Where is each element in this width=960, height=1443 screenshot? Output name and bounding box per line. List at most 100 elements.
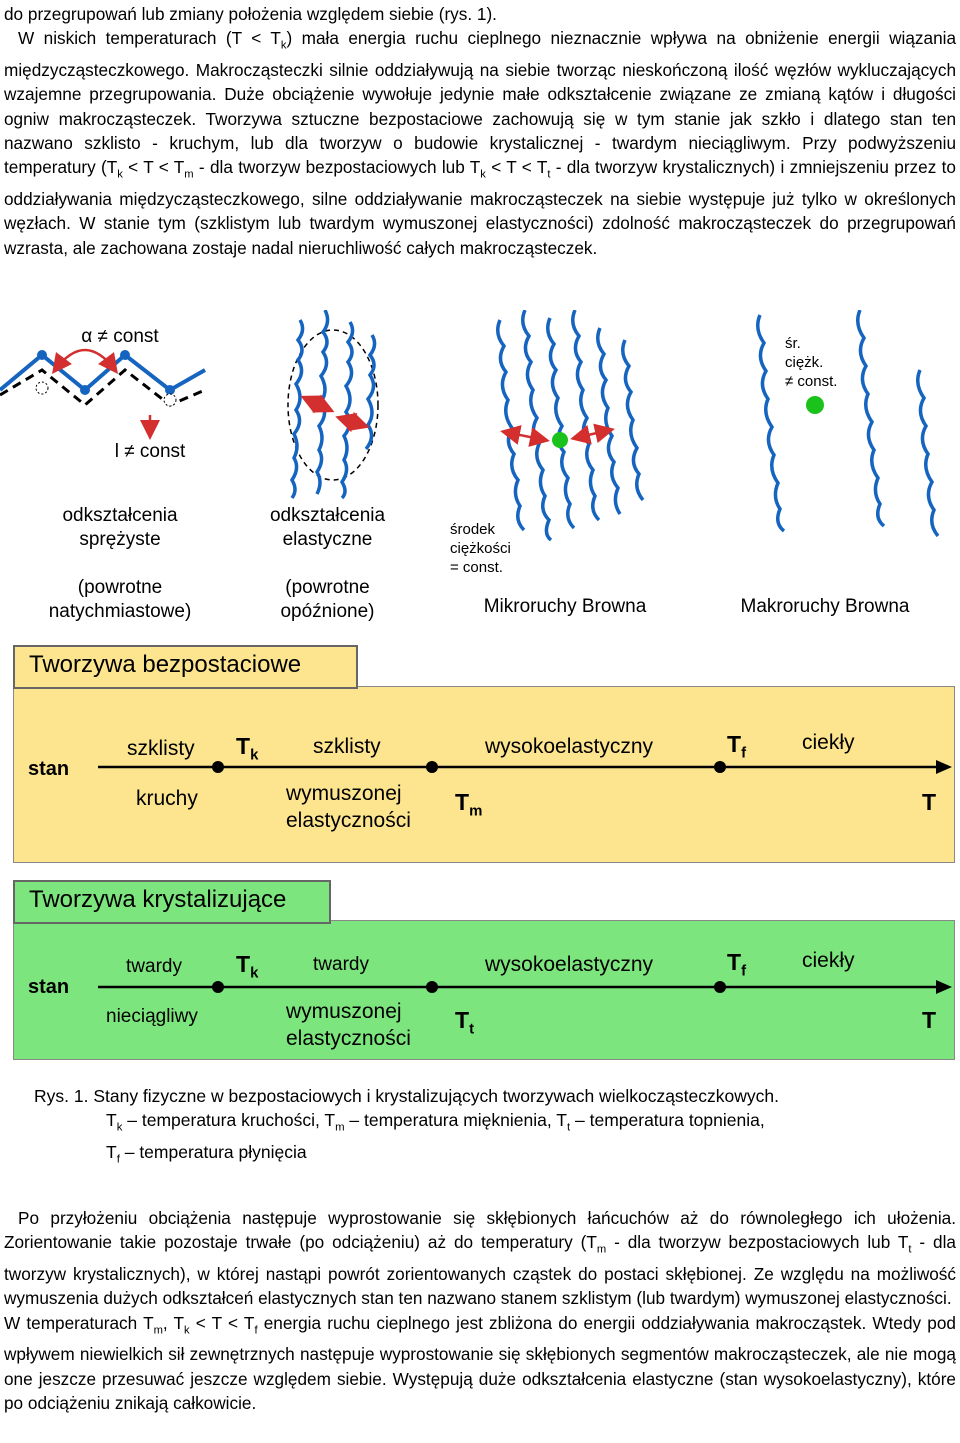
caption-seg: – temperatura topnienia, <box>570 1110 765 1130</box>
symbol-sub: k <box>250 964 259 982</box>
symbol-sub: k <box>250 746 259 764</box>
caption-seg: – temperatura płynięcia <box>119 1141 307 1162</box>
symbol: T <box>727 731 742 757</box>
symbol: T <box>236 733 251 759</box>
intro-sub: k <box>117 168 123 181</box>
caption-sub: f <box>116 1153 120 1165</box>
crystalline-twardy-1: twardy <box>126 956 182 977</box>
caption-line: Rys. 1. Stany fizyczne w bezpostaciowych… <box>34 1086 779 1106</box>
intro-seg: ) mała energia ruchu cieplnego nieznaczn… <box>4 28 957 178</box>
tk-marker <box>212 761 224 773</box>
label-line: elastyczności <box>286 809 411 832</box>
symbol-sub: f <box>741 962 747 980</box>
outro-seg: Po przyłożeniu obciążenia następuje wypr… <box>4 1208 956 1253</box>
symbol: T <box>236 951 251 977</box>
label-line: wymuszonej <box>286 1000 402 1023</box>
label-line: elastyczności <box>286 1027 411 1050</box>
caption-sub: t <box>566 1121 571 1134</box>
mass-center-line: ≠ const. <box>785 373 838 390</box>
amorphous-band <box>13 686 955 863</box>
symbol: T <box>727 949 742 975</box>
bond-chain-panel <box>0 348 206 440</box>
amorphous-axis <box>98 760 952 774</box>
intro-seg: - dla tworzyw krystalicznych) i zmniejsz… <box>4 157 956 258</box>
caption-seg: – temperatura kruchości, T <box>122 1110 336 1130</box>
label-line: (powrotne <box>285 577 370 598</box>
crystalline-brittle: nieciągliwy <box>106 1006 198 1027</box>
mass-center-line: ciężk. <box>785 354 824 371</box>
symbol-sub: f <box>741 744 747 762</box>
tf-marker <box>714 981 726 993</box>
caption-seg: – temperatura mięknienia, T <box>344 1110 567 1130</box>
length-label: l ≠ const <box>114 441 186 462</box>
micro-brownian-panel <box>496 310 645 542</box>
crystalline-twardy-2: twardy <box>313 954 369 975</box>
amorphous-szklisty-2: szklisty <box>313 735 381 758</box>
alpha-label: α ≠ const <box>81 326 159 347</box>
label-line: odkształcenia <box>62 505 178 526</box>
outro-sub: f <box>254 1324 258 1337</box>
outro-paragraph-1: Po przyłożeniu obciążenia następuje wypr… <box>4 1206 956 1311</box>
crystalline-axis <box>98 980 952 994</box>
label-line: = const. <box>450 559 503 576</box>
outro-seg: < T < T <box>189 1312 255 1333</box>
symbol: T <box>455 1007 470 1033</box>
intro-seg: < T < T <box>122 157 185 178</box>
label-line: (powrotne <box>77 577 163 598</box>
crystalline-band <box>13 920 955 1060</box>
crystalline-liquid: ciekły <box>802 949 855 972</box>
amorphous-highly-elastic: wysokoelastyczny <box>485 735 654 758</box>
amorphous-tk: Tk <box>236 732 258 770</box>
outro-seg: , T <box>162 1312 185 1333</box>
crystalline-stan-label: stan <box>28 976 70 998</box>
symbol: T <box>455 789 470 815</box>
symbol-sub: t <box>469 1020 475 1038</box>
outro-sub: m <box>153 1324 163 1337</box>
micro-brownian-label: Mikroruchy Browna <box>483 596 647 617</box>
amorphous-forced-elasticity: wymuszonej elastyczności <box>286 780 411 834</box>
mass-center-label: śr. ciężk. ≠ const. <box>785 334 875 391</box>
intro-sub: m <box>184 168 194 181</box>
amorphous-stan-label: stan <box>28 758 70 780</box>
caption-sub: k <box>116 1121 123 1134</box>
intro-text: do przegrupowań lub zmiany położenia wzg… <box>4 2 956 260</box>
outro-seg: - dla tworzyw krystalicznych), w której … <box>4 1232 956 1309</box>
crystalline-title: Tworzywa krystalizujące <box>13 880 331 924</box>
crystalline-tk: Tk <box>236 950 258 988</box>
intro-sub: t <box>547 168 551 181</box>
intro-sub: k <box>280 39 287 52</box>
label-line: odkształcenia <box>269 505 386 526</box>
amorphous-kruchy: kruchy <box>136 787 198 810</box>
intro-line1: do przegrupowań lub zmiany położenia wzg… <box>4 4 497 24</box>
outro-seg: - dla tworzyw bezpostaciowych lub T <box>606 1232 909 1253</box>
outro-seg: W temperaturach T <box>4 1312 154 1333</box>
intro-paragraph: W niskich temperaturach (T < Tk) mała en… <box>4 26 956 260</box>
elastic-strain-label: odkształcenia sprężyste (powrotne natych… <box>20 504 220 624</box>
outro-sub: m <box>596 1243 607 1256</box>
macro-brownian-panel <box>756 310 940 538</box>
figure-caption: Rys. 1. Stany fizyczne w bezpostaciowych… <box>34 1084 954 1171</box>
tk-marker <box>212 981 224 993</box>
tf-marker <box>714 761 726 773</box>
delayed-strain-label: odkształcenia elastyczne (powrotne opóźn… <box>235 504 420 624</box>
label-line: natychmiastowe) <box>48 601 192 622</box>
crystalline-t-axis: T <box>922 1007 937 1033</box>
amorphous-tf: Tf <box>727 730 746 768</box>
label-line: opóźnione) <box>280 601 375 622</box>
intro-sub: k <box>480 168 486 181</box>
outro-text: Po przyłożeniu obciążenia następuje wypr… <box>4 1206 956 1415</box>
label-line: sprężyste <box>79 529 161 550</box>
label-line: ciężkości <box>450 540 511 557</box>
caption-sub: m <box>335 1121 345 1134</box>
outro-seg: energia ruchu cieplnego jest zbliżona do… <box>4 1312 956 1413</box>
outro-sub: k <box>184 1324 190 1337</box>
tt-marker <box>426 981 438 993</box>
label-line: środek <box>450 521 496 538</box>
caption-seg: T <box>106 1141 117 1162</box>
amorphous-liquid: ciekły <box>802 731 855 754</box>
label-line: wymuszonej <box>286 782 402 805</box>
intro-seg: < T < T <box>485 157 548 178</box>
elastic-coil-panel <box>287 310 379 500</box>
brownian-illustration <box>0 310 940 542</box>
intro-seg: W niskich temperaturach (T < T <box>18 28 281 49</box>
